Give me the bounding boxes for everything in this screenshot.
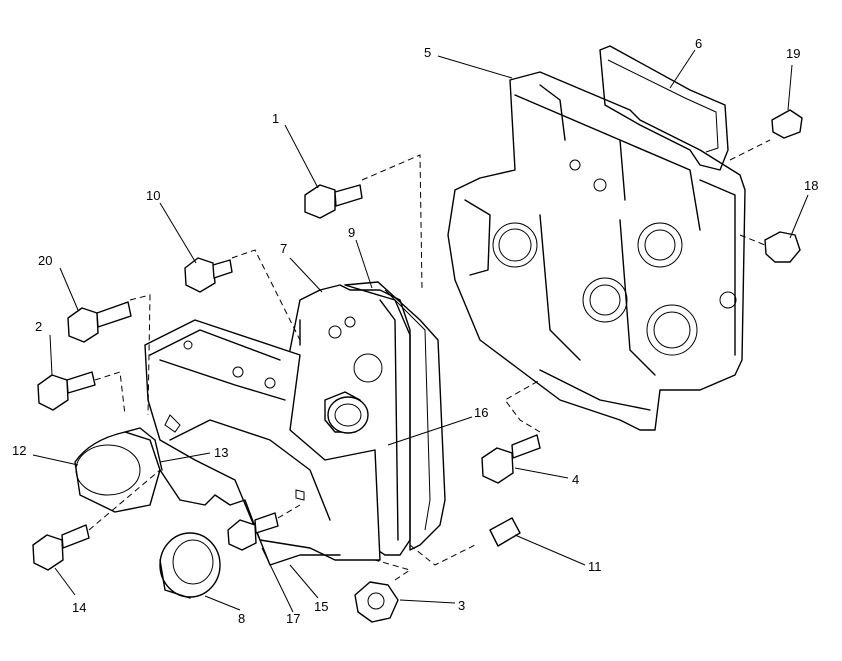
bolt-2 <box>37 371 96 411</box>
plug-18 <box>764 231 801 263</box>
callout-15: 15 <box>314 599 328 614</box>
assembly-lines <box>88 139 771 581</box>
callout-14: 14 <box>72 600 86 615</box>
callout-4: 4 <box>572 472 579 487</box>
callout-2: 2 <box>35 319 42 334</box>
bolt-17 <box>227 512 279 551</box>
callout-11: 11 <box>588 559 602 574</box>
leader-lines <box>32 49 809 613</box>
callout-16: 16 <box>474 405 488 420</box>
cover-gasket <box>344 281 446 551</box>
plug-19 <box>771 109 803 139</box>
cap-assembly <box>74 427 163 513</box>
callout-labels: 1 2 3 4 5 6 7 8 9 10 11 12 13 14 15 16 1… <box>12 36 818 626</box>
callout-20: 20 <box>38 253 52 268</box>
callout-10: 10 <box>146 188 160 203</box>
callout-17: 17 <box>286 611 300 626</box>
callout-12: 12 <box>12 443 26 458</box>
bolt-1 <box>304 184 363 219</box>
bolt-10 <box>184 257 233 293</box>
callout-6: 6 <box>695 36 702 51</box>
housing-gasket <box>599 45 729 171</box>
callout-8: 8 <box>238 611 245 626</box>
bolt-20 <box>67 301 132 343</box>
callout-5: 5 <box>424 45 431 60</box>
seal-plate <box>159 469 341 566</box>
callout-9: 9 <box>348 225 355 240</box>
callout-3: 3 <box>458 598 465 613</box>
stud-11 <box>489 517 521 547</box>
nut-3 <box>354 581 399 623</box>
oil-seal <box>159 532 221 599</box>
callout-19: 19 <box>786 46 800 61</box>
callout-13: 13 <box>214 445 228 460</box>
seal-housing <box>327 396 369 434</box>
bolt-4 <box>481 434 541 484</box>
bolt-14 <box>32 524 90 571</box>
callout-7: 7 <box>280 241 287 256</box>
gear-housing <box>447 71 746 431</box>
timing-case-lower <box>144 319 381 561</box>
callout-1: 1 <box>272 111 279 126</box>
callout-18: 18 <box>804 178 818 193</box>
